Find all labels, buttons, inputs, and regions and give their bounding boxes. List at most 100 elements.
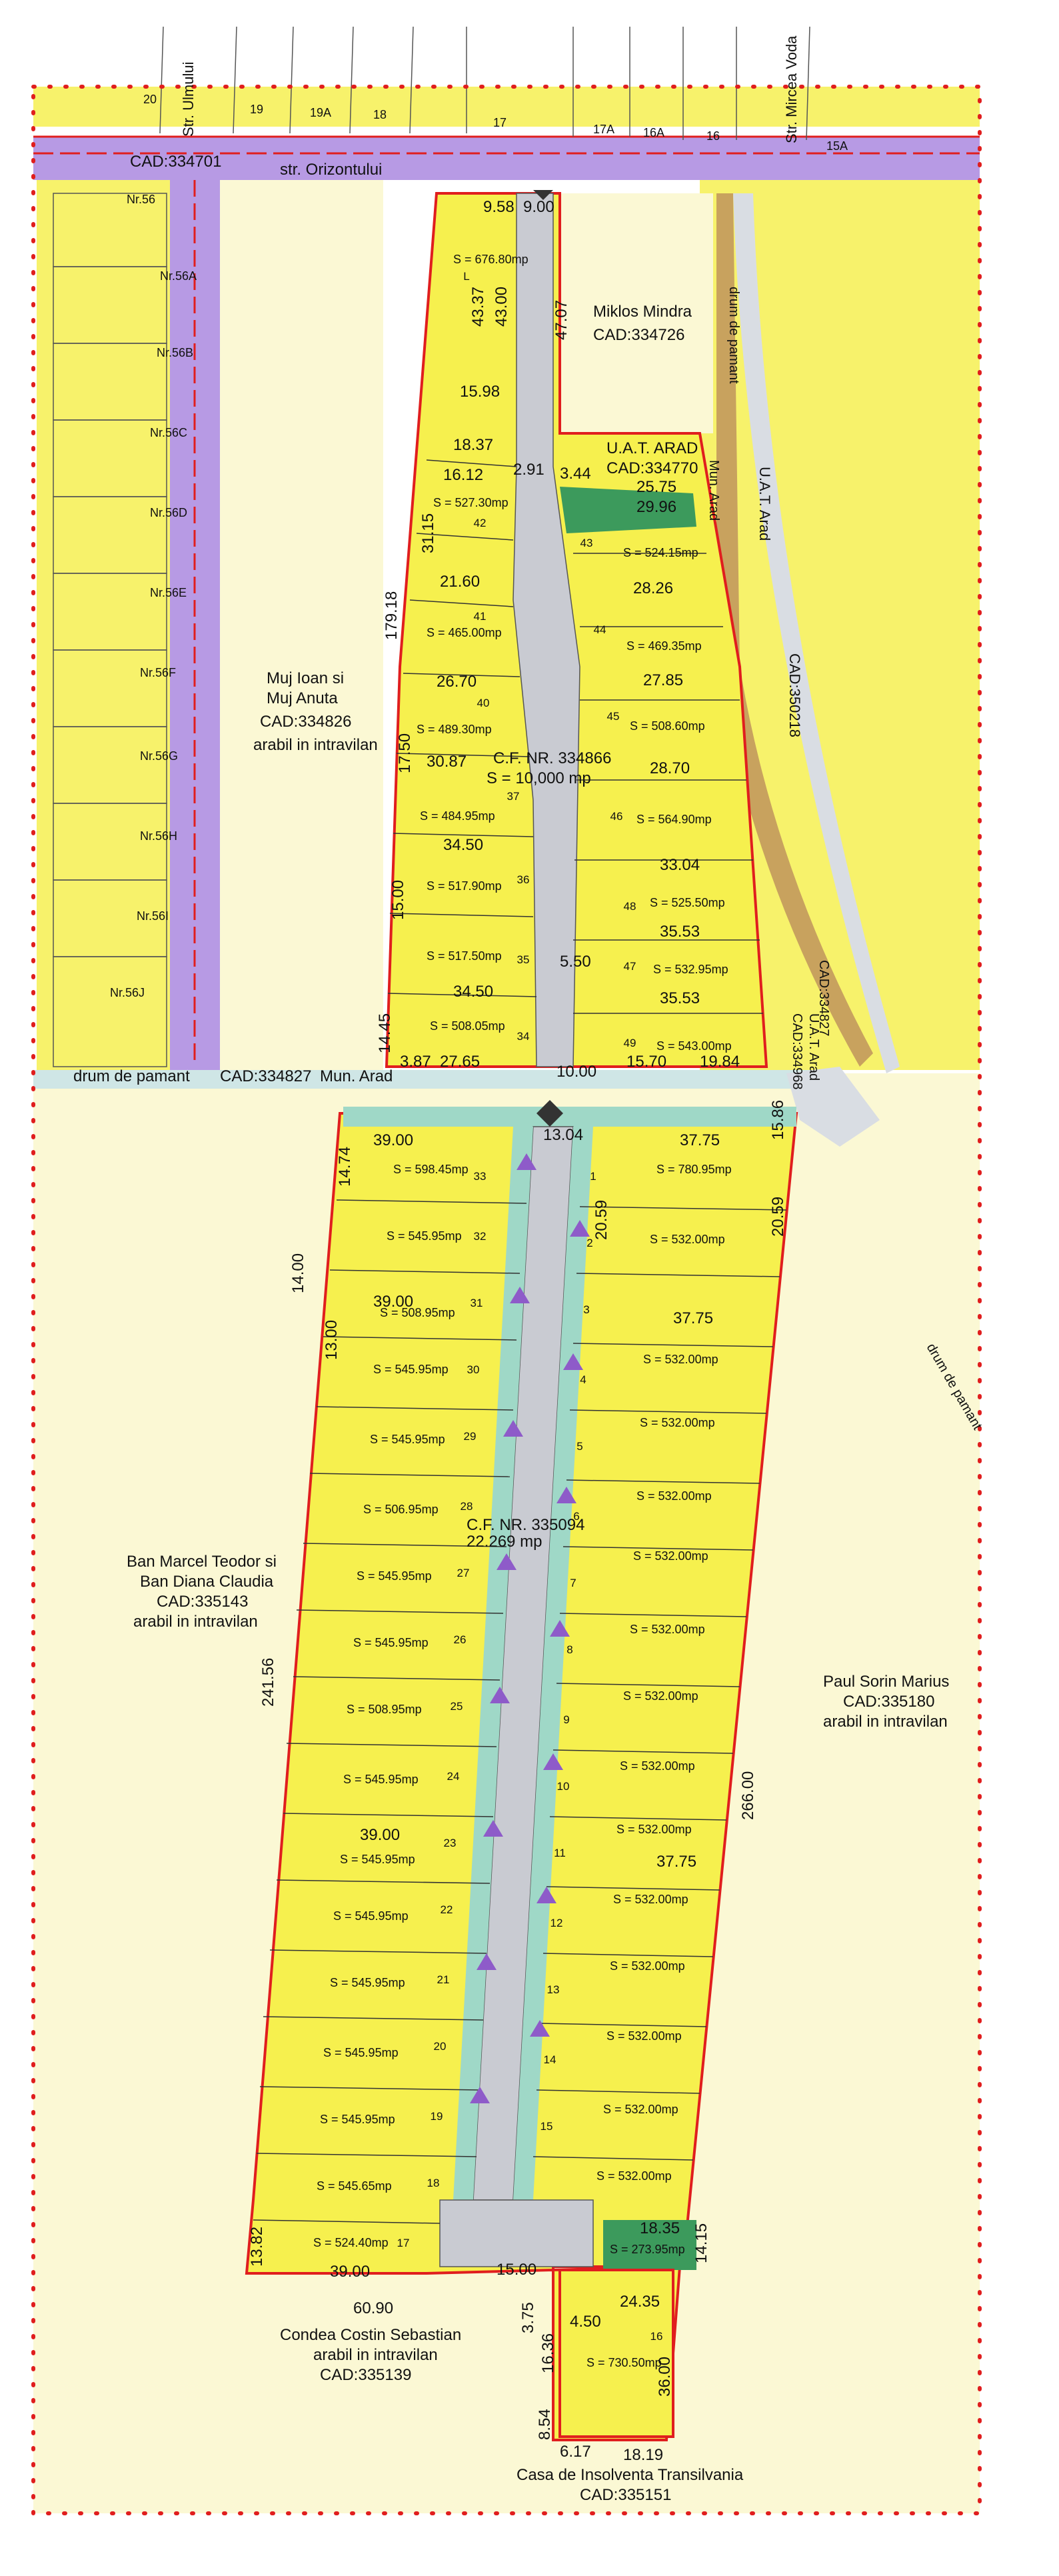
lot-area-s-l-2: S = 508.95mp	[380, 1306, 455, 1319]
north-mid-pale	[217, 180, 383, 1070]
lot-area-s-r-6: S = 532.00mp	[630, 1623, 705, 1636]
lot-area-s-r-14: S = 532.00mp	[596, 2169, 672, 2183]
dim-1415: 14.15	[692, 2223, 710, 2263]
lot-no-n-r-6: 49	[624, 1037, 636, 1049]
house-nr-16: 16	[706, 129, 720, 143]
south-bottom-lot	[558, 2269, 674, 2438]
south-teal-strip-left	[453, 1127, 533, 2200]
lot-area-n-l-3: S = 489.30mp	[417, 723, 492, 736]
lot-no-s-r-8: 9	[563, 1713, 569, 1726]
lot-no-s-r-5: 6	[573, 1510, 579, 1523]
owner-paul-note: arabil in intravilan	[823, 1713, 948, 1731]
lot-no-s-l-9: 24	[447, 1770, 460, 1783]
drum-pamant-strip	[33, 1070, 820, 1089]
house-nr-56a: Nr.56A	[160, 269, 197, 283]
lot-no-s-l-16: 17	[397, 2237, 410, 2249]
dim-1750: 17.50	[396, 733, 414, 773]
top-house-numbers: 20 19 19A 18 17 17A 16A 16 15A	[143, 93, 848, 153]
lot-no-s-l-2: 31	[471, 1297, 483, 1309]
dim-1474: 14.74	[336, 1147, 354, 1187]
label-cad-orizontului: CAD:334701	[130, 153, 221, 171]
label-mun-arad-vertical: Mun. Arad	[706, 460, 721, 521]
dim-3553a: 35.53	[660, 923, 700, 941]
owner-condea-line1: Condea Costin Sebastian	[280, 2326, 461, 2344]
north-left-area-labels: S = 676.80mp S = 527.30mp S = 465.00mp S…	[417, 253, 529, 1033]
lot-area-s-l-14: S = 545.95mp	[320, 2113, 395, 2126]
dim-3600: 36.00	[656, 2357, 674, 2397]
dim-3775b: 37.75	[673, 1309, 713, 1327]
lot-area-s-r-5: S = 532.00mp	[633, 1549, 708, 1563]
dim-1837: 18.37	[453, 436, 493, 454]
lot-area-s-l-9: S = 545.95mp	[343, 1773, 419, 1786]
lot-area-n-r-3: S = 564.90mp	[636, 813, 712, 826]
lot-area-n-l-2: S = 465.00mp	[427, 626, 502, 639]
lot-area-s-r-8: S = 532.00mp	[620, 1759, 695, 1773]
dim-2785: 27.85	[643, 671, 683, 689]
brown-dirt-road	[716, 193, 873, 1067]
owner-casa-cad: CAD:335151	[580, 2486, 671, 2504]
north-right-lot-numbers: 43 44 45 46 48 47 49	[580, 537, 636, 1049]
owner-condea-note: arabil in intravilan	[313, 2346, 438, 2364]
lot-no-n-l-5: 36	[517, 873, 530, 886]
dim-1636: 16.36	[539, 2333, 557, 2373]
lot-area-s-r-13: S = 532.00mp	[603, 2103, 678, 2116]
owner-casa-line1: Casa de Insolventa Transilvania	[517, 2466, 744, 2484]
south-right-area-labels: S = 780.95mp S = 532.00mp S = 532.00mp S…	[596, 1163, 732, 2183]
label-cad-350218: CAD:350218	[786, 653, 803, 737]
dim-3087: 30.87	[427, 753, 467, 771]
cf-south: C.F. NR. 335094	[467, 1516, 584, 1534]
lot-no-s-r-1: 2	[586, 1237, 592, 1249]
lot-no-s-r-6: 7	[570, 1577, 576, 1589]
owner-condea-cad: CAD:335139	[320, 2366, 411, 2384]
south-cul-de-sac	[439, 2199, 594, 2267]
dim-26600: 266.00	[739, 1771, 757, 1820]
dim-1445: 14.45	[376, 1013, 394, 1053]
lot-no-n-l-7: 34	[517, 1030, 530, 1043]
lot-area-s-l-6: S = 545.95mp	[357, 1569, 432, 1583]
lot-area-s-r-2: S = 532.00mp	[643, 1353, 718, 1366]
lot-area-s-r-7: S = 532.00mp	[623, 1689, 698, 1703]
label-drum-pamant-left: drum de pamant	[73, 1067, 190, 1085]
lot-no-s-r-13: 14	[544, 2053, 556, 2066]
lot-area-s-r-12: S = 532.00mp	[606, 2029, 682, 2043]
lot-area-s-l-4: S = 545.95mp	[370, 1433, 445, 1446]
dim-1570: 15.70	[626, 1053, 666, 1071]
dim-1586: 15.86	[769, 1100, 787, 1140]
house-nr-17: 17	[493, 116, 507, 129]
lot-area-n-r-1: S = 469.35mp	[626, 639, 702, 653]
dim-4300: 43.00	[493, 287, 511, 327]
dim-3304: 33.04	[660, 856, 700, 874]
dim-344: 3.44	[560, 465, 591, 483]
dim-6090: 60.90	[353, 2299, 393, 2317]
label-str-ulmului: Str. Ulmului	[180, 62, 197, 137]
dim-3115: 31.15	[419, 513, 437, 553]
dim-2150: 21.60	[440, 573, 480, 591]
lot-no-s-l-3: 30	[467, 1363, 480, 1376]
lot-no-n-l-1: 42	[474, 517, 487, 529]
lot-area-s-r-3: S = 532.00mp	[640, 1416, 715, 1429]
lot-no-n-r-0: 43	[580, 537, 593, 549]
lot-no-n-r-5: 47	[624, 960, 636, 973]
lot-no-s-l-6: 27	[457, 1567, 470, 1579]
dim-1500b: 15.00	[497, 2261, 536, 2279]
house-nr-56i: Nr.56I	[137, 909, 169, 923]
house-nr-20: 20	[143, 93, 157, 106]
lot-area-s-l-13: S = 545.95mp	[323, 2046, 399, 2059]
lot-no-s-r-3: 4	[580, 1373, 586, 1386]
label-uat-arad-vertical: U.A.T. Arad	[756, 467, 773, 541]
label-mun-arad: Mun. Arad	[320, 1067, 393, 1085]
lot-area-n-l-7: S = 508.05mp	[430, 1019, 505, 1033]
lot-area-n-l-5: S = 517.90mp	[427, 879, 502, 893]
dim-1598: 15.98	[460, 383, 500, 401]
lot-area-s-l-15: S = 545.65mp	[317, 2179, 392, 2193]
house-nr-56g: Nr.56G	[140, 749, 178, 763]
miklos-parcel	[560, 193, 713, 433]
south-teal-band	[343, 1107, 796, 1127]
lot-no-bottom: 16	[650, 2330, 663, 2343]
lot-no-n-l-0: L	[463, 270, 469, 283]
owner-muj-cad: CAD:334826	[260, 713, 351, 731]
dim-1500: 15.00	[389, 880, 407, 920]
south-green-lot	[603, 2220, 696, 2270]
owner-ban-line2: Ban Diana Claudia	[140, 1573, 274, 1591]
lot-no-s-l-1: 32	[474, 1230, 487, 1243]
